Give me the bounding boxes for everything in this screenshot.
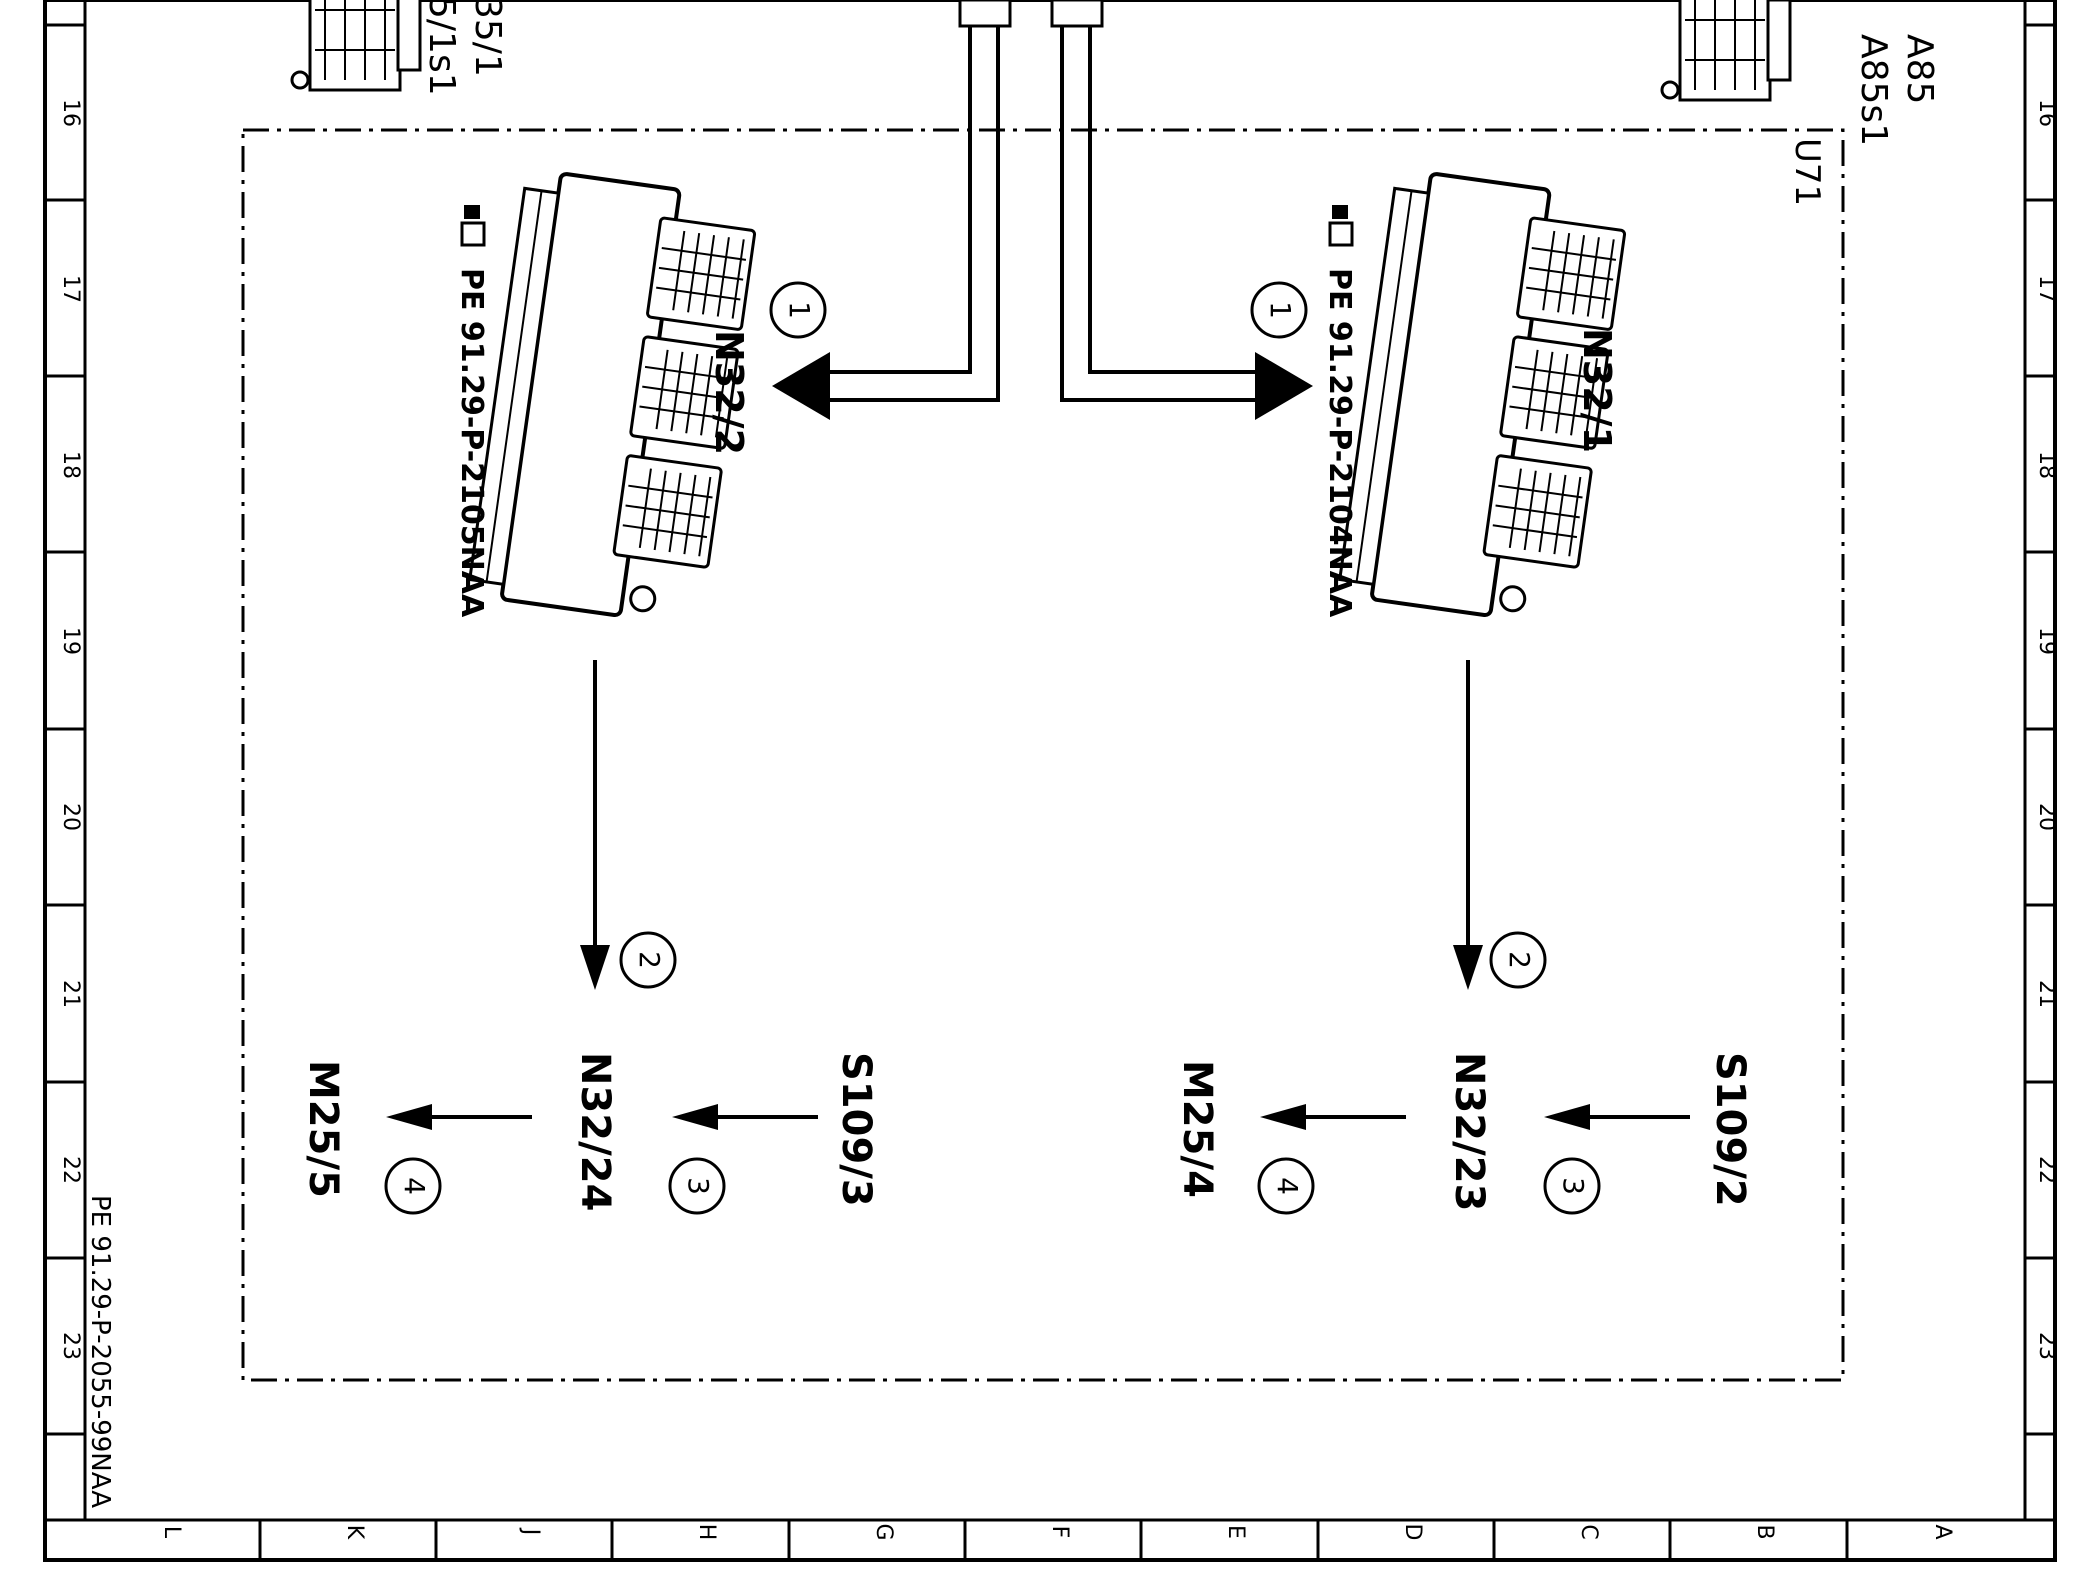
step-marker-3-left: 3 xyxy=(668,1157,726,1215)
column-letter-b: B xyxy=(1752,1524,1777,1539)
row-number-18-right: 18 xyxy=(2034,451,2059,479)
module-id-n32-2: N32/2 xyxy=(707,330,751,455)
bus-wire-left xyxy=(772,26,1000,420)
column-letter-l: L xyxy=(159,1526,184,1539)
step-marker-4-right: 4 xyxy=(1257,1157,1315,1215)
module-ref-n32-1: PE 91.29-P-2104NAA xyxy=(1322,268,1357,618)
row-number-19: 19 xyxy=(58,627,83,655)
row-number-23-right: 23 xyxy=(2034,1332,2059,1360)
step-marker-1-right: 1 xyxy=(1250,281,1308,339)
step-marker-4-left: 4 xyxy=(384,1157,442,1215)
column-letter-e: E xyxy=(1223,1525,1248,1539)
pointer-hand-icon xyxy=(1328,205,1354,247)
arrow-s109-2-to-n32-23 xyxy=(1544,1104,1690,1130)
row-number-21-right: 21 xyxy=(2034,980,2059,1008)
svg-text:3: 3 xyxy=(682,1177,715,1195)
arrow-s109-3-to-n32-24 xyxy=(672,1104,818,1130)
bus-arrow-right xyxy=(1255,352,1313,420)
column-letter-c: C xyxy=(1576,1524,1601,1539)
enclosure-label: U71 xyxy=(1787,138,1827,206)
column-letter-d: D xyxy=(1400,1524,1425,1541)
column-letter-g: G xyxy=(871,1523,896,1540)
bus-arrow-left xyxy=(772,352,830,420)
arrow-module-left-down xyxy=(580,660,610,990)
column-letter-f: F xyxy=(1047,1526,1072,1539)
label-n32-23: N32/23 xyxy=(1446,1052,1492,1211)
top-left-partial-line1: 35/1 xyxy=(467,0,508,77)
step-marker-2-right: 2 xyxy=(1489,931,1547,989)
label-m25-4: M25/4 xyxy=(1174,1060,1220,1198)
column-letter-a: A xyxy=(1930,1524,1955,1539)
svg-text:4: 4 xyxy=(398,1177,431,1195)
step-marker-3-right: 3 xyxy=(1543,1157,1601,1215)
arrow-n32-24-to-m25-5 xyxy=(386,1104,532,1130)
relay-top-left xyxy=(290,0,422,92)
column-letter-h: H xyxy=(694,1524,719,1541)
row-number-22: 22 xyxy=(58,1156,83,1184)
row-number-17-right: 17 xyxy=(2034,275,2059,303)
label-s109-3: S109/3 xyxy=(833,1052,879,1207)
top-right-partial-line1: A85 xyxy=(1899,34,1940,104)
row-number-16-right: 16 xyxy=(2034,99,2059,127)
label-s109-2: S109/2 xyxy=(1707,1052,1753,1207)
svg-text:1: 1 xyxy=(1264,301,1297,319)
svg-text:4: 4 xyxy=(1271,1177,1304,1195)
relay-top-right xyxy=(1660,0,1792,102)
document-reference: PE 91.29-P-2055-99NAA xyxy=(85,1195,115,1508)
row-number-23: 23 xyxy=(58,1332,83,1360)
arrow-n32-23-to-m25-4 xyxy=(1260,1104,1406,1130)
arrow-module-right-down xyxy=(1453,660,1483,990)
module-id-n32-1: N32/1 xyxy=(1575,328,1619,453)
row-number-19-right: 19 xyxy=(2034,627,2059,655)
svg-text:2: 2 xyxy=(1503,951,1536,969)
top-left-partial-line2: 5/1s1 xyxy=(421,0,462,96)
row-grid-markers: 16 16 17 17 18 18 19 19 20 20 21 21 22 2… xyxy=(45,23,2059,1436)
label-m25-5: M25/5 xyxy=(300,1060,346,1198)
row-number-22-right: 22 xyxy=(2034,1156,2059,1184)
bus-wire-right xyxy=(1060,26,1313,420)
pointer-hand-icon xyxy=(460,205,486,247)
svg-text:3: 3 xyxy=(1557,1177,1590,1195)
step-marker-2-left: 2 xyxy=(619,931,677,989)
row-number-21: 21 xyxy=(58,980,83,1008)
column-letter-k: K xyxy=(342,1525,367,1540)
column-grid-markers: L K J H G F E D C B A xyxy=(159,1520,1955,1560)
drawing-frame xyxy=(43,0,2057,1562)
step-marker-1-left: 1 xyxy=(769,281,827,339)
row-number-17: 17 xyxy=(58,275,83,303)
column-letter-j: J xyxy=(518,1527,543,1536)
module-ref-n32-2: PE 91.29-P-2105NAA xyxy=(454,268,489,618)
connector-tab-right xyxy=(1050,0,1104,28)
enclosure-u71 xyxy=(241,128,1845,1382)
row-number-20-right: 20 xyxy=(2034,803,2059,831)
row-number-18: 18 xyxy=(58,451,83,479)
top-right-partial-line2: A85s1 xyxy=(1853,34,1894,146)
label-n32-24: N32/24 xyxy=(572,1052,618,1211)
svg-text:1: 1 xyxy=(783,301,816,319)
connector-tab-left xyxy=(958,0,1012,28)
row-number-20: 20 xyxy=(58,803,83,831)
row-number-16: 16 xyxy=(58,99,83,127)
svg-text:2: 2 xyxy=(633,951,666,969)
